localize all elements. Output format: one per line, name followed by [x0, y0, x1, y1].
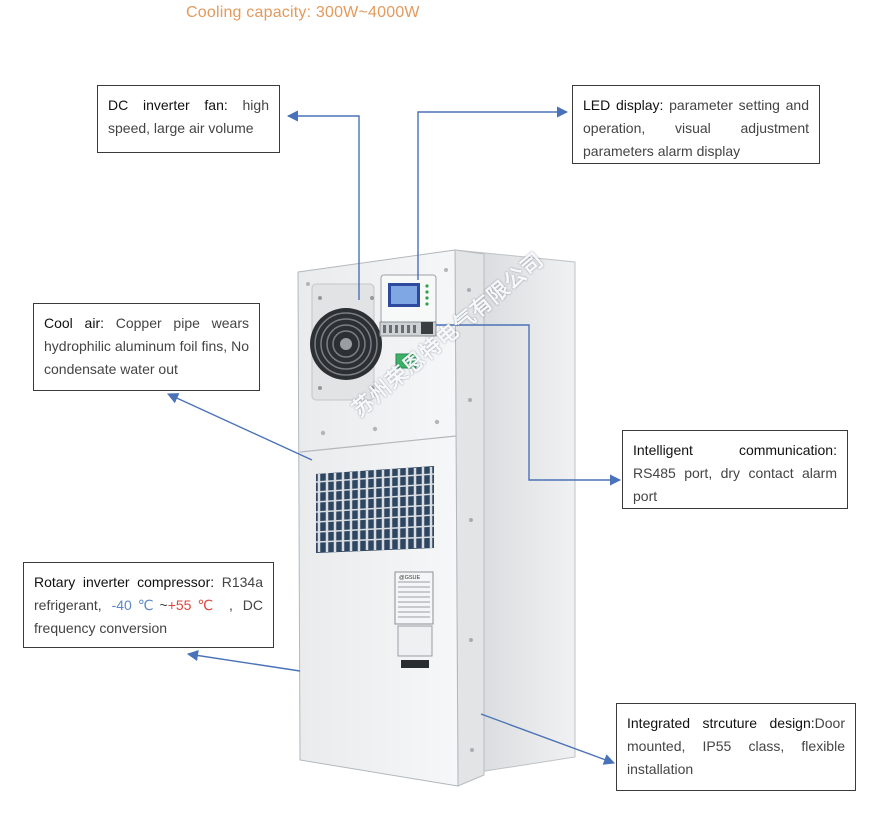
callout-title: Integrated strcuture design: [627, 715, 815, 731]
callout-text: parameter setting and operation, visual … [583, 97, 809, 159]
callout-integrated-structure: Integrated strcuture design:Door mounted… [616, 703, 856, 791]
callout-rotary-compressor: Rotary inverter compressor: R134a refrig… [23, 562, 274, 648]
arrow-compressor [186, 649, 301, 672]
callout-cool-air: Cool air: Copper pipe wears hydrophilic … [33, 303, 260, 391]
callout-arrows [166, 106, 622, 765]
callout-text: Door mounted, IP55 class, flexible insta… [627, 715, 845, 777]
callout-title: Cool air: [44, 315, 104, 331]
callout-text: R134a refrigerant, [34, 574, 263, 613]
callout-text: RS485 port, dry contact alarm port [633, 465, 837, 504]
arrow-led [417, 106, 569, 280]
callout-text: Copper pipe wears hydrophilic aluminum f… [44, 315, 249, 377]
arrow-intel [436, 324, 622, 486]
fan-grille-icon [310, 283, 382, 401]
temp-tilde: ~ [159, 597, 168, 613]
led-controller-icon [380, 274, 437, 324]
callout-title: Intelligent communication: [633, 442, 837, 458]
callout-title: Rotary inverter compressor: [34, 574, 215, 590]
temp-low: -40℃ [111, 597, 160, 613]
arrow-integrated [480, 713, 616, 765]
callout-title: LED display: [583, 97, 664, 113]
nameplate-brand: @GSUE [399, 575, 421, 581]
callout-text-b: , DC frequency conversion [34, 597, 263, 636]
callout-text: high speed, large air volume [108, 97, 269, 136]
arrow-cool [166, 393, 313, 461]
air-grille-icon [315, 466, 435, 553]
callout-title: DC inverter fan: [108, 97, 228, 113]
temp-high: +55℃ [167, 597, 220, 613]
cooling-capacity-heading: Cooling capacity: 300W~4000W [186, 4, 420, 21]
arrow-fan [286, 110, 360, 300]
callout-led-display: LED display: parameter setting and opera… [572, 85, 820, 164]
callout-dc-inverter-fan: DC inverter fan: high speed, large air v… [97, 85, 280, 153]
nameplate-label: @GSUE [394, 571, 434, 668]
terminal-block-icon [379, 321, 437, 369]
callout-intelligent-communication: Intelligent communication: RS485 port, d… [622, 430, 848, 509]
